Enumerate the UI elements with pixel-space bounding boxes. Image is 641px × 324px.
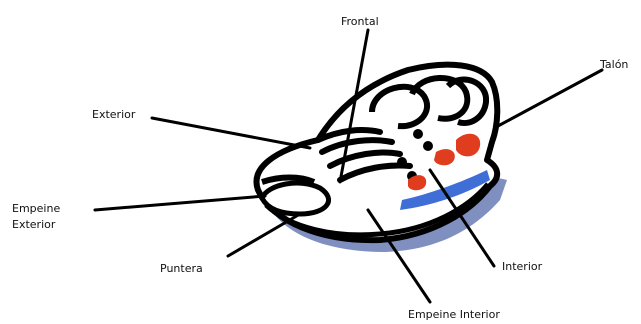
label-puntera: Puntera [160,262,203,275]
label-exterior: Exterior [92,108,136,121]
label-empeine-exterior-line1: Empeine [12,202,60,215]
label-empeine-interior: Empeine Interior [408,308,500,321]
leader-exterior [152,118,310,148]
label-empeine-exterior-line2: Exterior [12,218,56,231]
label-talon: Talón [599,58,628,71]
leader-puntera [228,214,300,256]
leader-talon [498,70,602,126]
shoe-illustration [257,65,507,252]
leader-empeine-exterior [95,196,265,210]
toe-cap [262,183,329,214]
label-interior: Interior [502,260,543,273]
label-frontal: Frontal [341,15,379,28]
